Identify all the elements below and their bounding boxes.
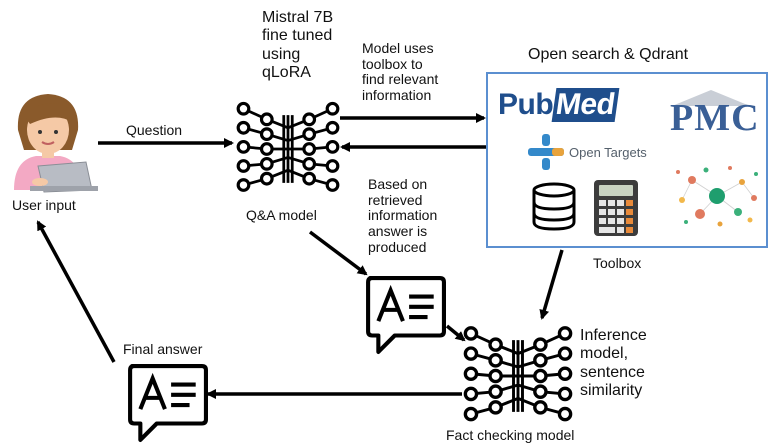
question-label: Question bbox=[126, 122, 183, 138]
user-input-label: User input bbox=[12, 197, 76, 213]
pmc-logo: PMC bbox=[670, 90, 760, 140]
llm-label: Mistral 7B fine tuned using qLoRA bbox=[262, 9, 333, 83]
pubmed-logo-text-med: Med bbox=[551, 88, 620, 122]
answer-produced-line: Based on bbox=[368, 176, 428, 192]
llm-label-line: Mistral 7B bbox=[262, 9, 334, 26]
llm-label-line: fine tuned bbox=[262, 27, 333, 45]
arrows bbox=[36, 113, 564, 399]
search-title: Open search & Qdrant bbox=[528, 46, 689, 63]
database-icon bbox=[532, 182, 576, 231]
answer-produced-line: information bbox=[368, 207, 438, 224]
toolbox-call-line: information bbox=[362, 87, 432, 104]
inference-label: Inference model, sentence similarity bbox=[580, 327, 647, 401]
toolbox-label: Toolbox bbox=[593, 255, 642, 271]
pmc-roof-icon bbox=[672, 90, 750, 106]
pubmed-logo-text: Pub bbox=[498, 88, 554, 121]
qa-model-label: Q&A model bbox=[246, 207, 317, 223]
final-answer-label: Final answer bbox=[123, 341, 203, 357]
network-graph-icon bbox=[676, 166, 758, 227]
answer-produced-line: retrieved bbox=[368, 191, 423, 208]
answer-produced-line: produced bbox=[368, 238, 427, 255]
toolbox-call-line: Model uses bbox=[362, 40, 434, 56]
neural-network-icon bbox=[236, 101, 340, 192]
neural-network-icon bbox=[463, 326, 573, 422]
fact-check-model-label: Fact checking model bbox=[446, 427, 575, 443]
pmc-logo-text: PMC bbox=[670, 97, 760, 139]
qa-to-answer-arrow bbox=[308, 230, 368, 276]
document-icon bbox=[368, 278, 444, 352]
llm-label-line: qLoRA bbox=[262, 64, 311, 82]
toolbox-call-line: find relevant bbox=[362, 71, 439, 88]
calculator-icon bbox=[594, 180, 638, 236]
llm-label-line: using bbox=[262, 45, 301, 63]
toolbox-to-factcheck-arrow bbox=[539, 249, 564, 320]
open-targets-label: Open Targets bbox=[569, 145, 647, 160]
toolbox-call-label: Model uses toolbox to find relevant info… bbox=[362, 40, 439, 104]
answer-to-factcheck-arrow bbox=[445, 324, 466, 342]
open-targets-icon bbox=[528, 134, 564, 170]
toolbox-call-line: toolbox to bbox=[362, 55, 423, 72]
inference-line: model, bbox=[580, 345, 629, 363]
final-to-user-arrow bbox=[36, 220, 116, 363]
inference-line: sentence bbox=[580, 363, 645, 381]
document-icon bbox=[130, 366, 206, 440]
answer-produced-label: Based on retrieved information answer is… bbox=[368, 176, 438, 255]
answer-produced-line: answer is bbox=[368, 223, 428, 240]
inference-line: Inference bbox=[580, 327, 647, 344]
inference-line: similarity bbox=[580, 382, 643, 400]
user-avatar-icon bbox=[14, 94, 98, 193]
pubmed-logo: PubMed bbox=[498, 88, 620, 122]
